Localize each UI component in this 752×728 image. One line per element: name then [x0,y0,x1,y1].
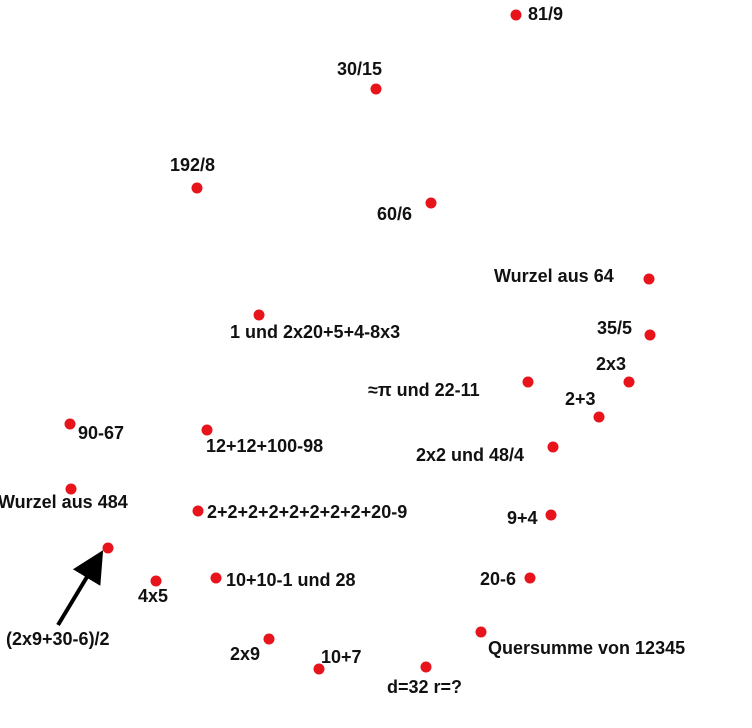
point-dot [545,509,557,521]
point-label: 12+12+100-98 [206,436,324,456]
point-dot [643,273,655,285]
point-dot [210,572,222,584]
point-label: 90-67 [78,423,125,443]
point-label: Wurzel aus 64 [494,266,614,286]
point-dot [64,418,76,430]
point-label: 1 und 2x20+5+4-8x3 [230,322,401,342]
point-label: ≈π und 22-11 [368,380,480,400]
point-label: 10+10-1 und 28 [226,570,356,590]
point-dot [475,626,487,638]
point-dot [370,83,382,95]
point-dot [191,182,203,194]
point-dot [425,197,437,209]
point-dot [522,376,534,388]
point-dot [65,483,77,495]
point-label: 60/6 [377,204,413,224]
point-label: 2+2+2+2+2+2+2+2+20-9 [207,502,408,522]
point-dot [510,9,522,21]
point-dot [150,575,162,587]
point-dot [201,424,213,436]
point-dot [313,663,325,675]
point-dot [420,661,432,673]
point-dot [192,505,204,517]
point-dot [263,633,275,645]
point-label: Wurzel aus 484 [0,492,128,512]
point-label: 4x5 [138,586,169,606]
point-label: 81/9 [528,4,564,24]
point-label: d=32 r=? [387,677,463,697]
point-label: 2+3 [565,389,596,409]
point-label: 192/8 [170,155,216,175]
point-dot [547,441,559,453]
point-label: 30/15 [337,59,383,79]
point-dot [623,376,635,388]
point-label: 2x2 und 48/4 [416,445,525,465]
point-dot [253,309,265,321]
point-label: 20-6 [480,569,517,589]
point-label: (2x9+30-6)/2 [6,629,110,649]
point-label: 35/5 [597,318,633,338]
point-label: 10+7 [321,647,362,667]
point-label: 2x3 [596,354,627,374]
point-dot [593,411,605,423]
point-label: 9+4 [507,508,538,528]
point-label: 2x9 [230,644,261,664]
point-dot [524,572,536,584]
point-label: Quersumme von 12345 [488,638,686,658]
point-dot [102,542,114,554]
point-dot [644,329,656,341]
